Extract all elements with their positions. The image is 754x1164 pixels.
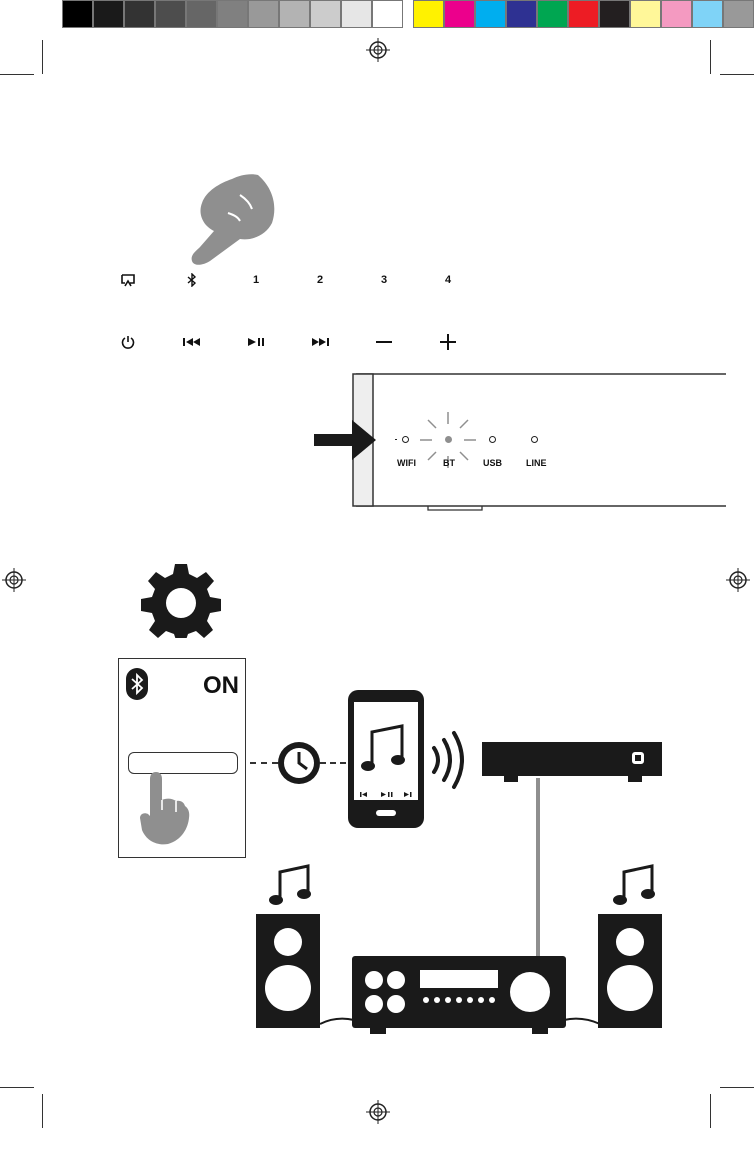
color-swatch	[444, 0, 475, 28]
clock-icon	[276, 740, 322, 786]
source-button[interactable]	[111, 268, 145, 292]
color-swatch	[341, 0, 372, 28]
preset-4-button[interactable]: 4	[431, 268, 465, 292]
color-swatch	[310, 0, 341, 28]
bluetooth-icon	[187, 273, 197, 287]
crop-mark	[720, 74, 754, 75]
volume-down-icon	[376, 340, 392, 344]
crop-mark	[42, 1094, 43, 1128]
usb-label: USB	[483, 458, 502, 468]
registration-mark-icon	[726, 568, 750, 592]
play-pause-icon	[247, 337, 265, 347]
power-button[interactable]	[111, 330, 145, 354]
previous-button[interactable]	[175, 330, 209, 354]
speaker-icon	[598, 914, 662, 1028]
wireless-signal-icon	[428, 730, 472, 790]
line-led	[531, 436, 538, 443]
color-swatch	[599, 0, 630, 28]
gear-icon	[136, 562, 226, 638]
preset-3-button[interactable]: 3	[367, 268, 401, 292]
bluetooth-icon	[126, 668, 148, 700]
smartphone-icon	[348, 690, 424, 828]
preset-2-button[interactable]: 2	[303, 268, 337, 292]
pointing-hand-icon	[180, 165, 290, 275]
amplifier-icon	[352, 956, 566, 1034]
crop-mark	[710, 1094, 711, 1128]
color-swatch	[475, 0, 506, 28]
crop-mark	[0, 74, 34, 75]
color-bar-gap	[403, 0, 413, 28]
color-swatch	[661, 0, 692, 28]
volume-up-icon	[440, 334, 456, 350]
color-swatch	[93, 0, 124, 28]
bluetooth-button[interactable]	[175, 268, 209, 292]
play-pause-button[interactable]	[239, 330, 273, 354]
music-note-icon	[268, 862, 312, 908]
color-swatch	[630, 0, 661, 28]
color-swatch	[124, 0, 155, 28]
volume-up-button[interactable]	[431, 330, 465, 354]
music-note-icon	[612, 862, 656, 908]
device-front-panel	[350, 360, 754, 512]
preset-1-button[interactable]: 1	[239, 268, 273, 292]
bt-label: BT	[443, 458, 455, 468]
color-swatch	[506, 0, 537, 28]
bluetooth-state: ON	[203, 672, 239, 700]
usb-led	[489, 436, 496, 443]
stream-box-icon	[482, 738, 664, 790]
connector-dashed-line	[320, 762, 346, 764]
next-icon	[310, 337, 330, 347]
volume-down-button[interactable]	[367, 330, 401, 354]
color-swatch	[248, 0, 279, 28]
crop-mark	[710, 40, 711, 74]
speaker-icon	[256, 914, 320, 1028]
crop-mark	[42, 40, 43, 74]
color-swatch	[217, 0, 248, 28]
color-swatch	[568, 0, 599, 28]
tapping-hand-icon	[138, 770, 190, 846]
next-button[interactable]	[303, 330, 337, 354]
color-swatch	[692, 0, 723, 28]
wifi-led	[402, 436, 409, 443]
registration-mark-icon	[366, 38, 390, 62]
color-swatch	[413, 0, 444, 28]
color-swatch	[279, 0, 310, 28]
wifi-label: WIFI	[397, 458, 416, 468]
registration-mark-icon	[2, 568, 26, 592]
source-icon	[121, 273, 135, 287]
color-swatch	[537, 0, 568, 28]
line-label: LINE	[526, 458, 547, 468]
previous-icon	[182, 337, 202, 347]
connector-dashed-line	[250, 762, 278, 764]
color-swatch	[723, 0, 754, 28]
color-swatch	[186, 0, 217, 28]
color-calibration-bar	[62, 0, 754, 28]
crop-mark	[720, 1087, 754, 1088]
color-swatch	[155, 0, 186, 28]
power-icon	[121, 335, 135, 349]
color-swatch	[372, 0, 403, 28]
color-swatch	[62, 0, 93, 28]
cable	[536, 778, 540, 960]
registration-mark-icon	[366, 1100, 390, 1124]
arrow-right-icon	[314, 418, 378, 462]
crop-mark	[0, 1087, 34, 1088]
